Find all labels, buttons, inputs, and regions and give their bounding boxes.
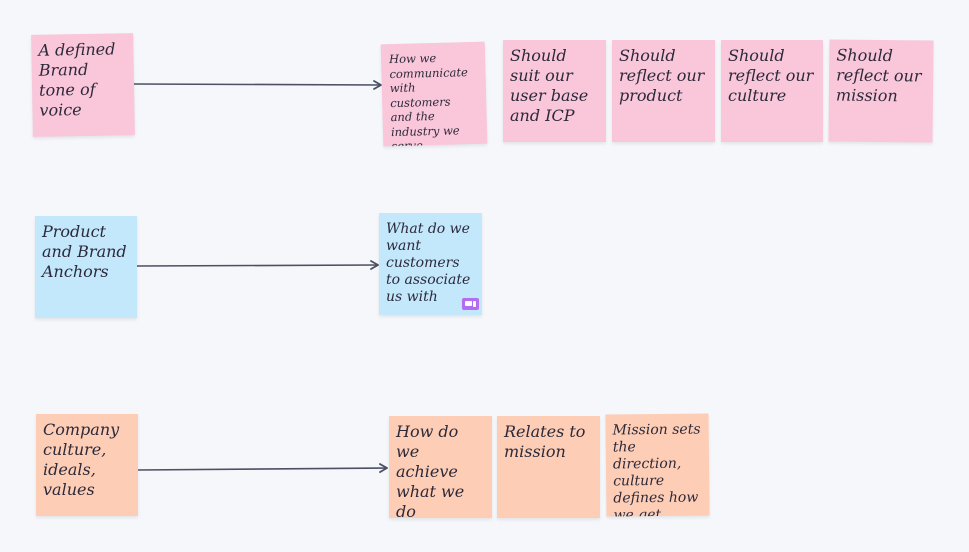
sticky-note-relates-to-mission[interactable]: Relates to mission	[497, 416, 600, 518]
sticky-note-company-culture[interactable]: Company culture, ideals, values	[36, 414, 138, 516]
sticky-note-customer-association[interactable]: What do we want customers to associate u…	[379, 213, 482, 315]
connector-arrow-row-3[interactable]	[137, 463, 388, 473]
connector-arrow-row-2[interactable]	[136, 260, 379, 270]
sticky-note-reflect-culture[interactable]: Should reflect our culture	[721, 40, 823, 142]
sticky-note-how-we-achieve[interactable]: How do we achieve what we do	[389, 416, 492, 518]
sticky-note-product-brand-anchors[interactable]: Product and Brand Anchors	[35, 216, 137, 318]
sticky-note-suit-user-base[interactable]: Should suit our user base and ICP	[503, 40, 606, 142]
connector-arrow-row-1[interactable]	[133, 80, 382, 90]
sticky-note-mission-direction[interactable]: Mission sets the direction, culture defi…	[605, 413, 710, 517]
sticky-note-reflect-mission[interactable]: Should reflect our mission	[828, 39, 934, 143]
sticky-note-how-we-communicate[interactable]: How we communicate with customers and th…	[380, 41, 488, 147]
comment-icon[interactable]	[462, 298, 479, 310]
sticky-note-reflect-product[interactable]: Should reflect our product	[612, 40, 715, 142]
sticky-note-brand-tone[interactable]: A defined Brand tone of voice	[31, 33, 135, 137]
